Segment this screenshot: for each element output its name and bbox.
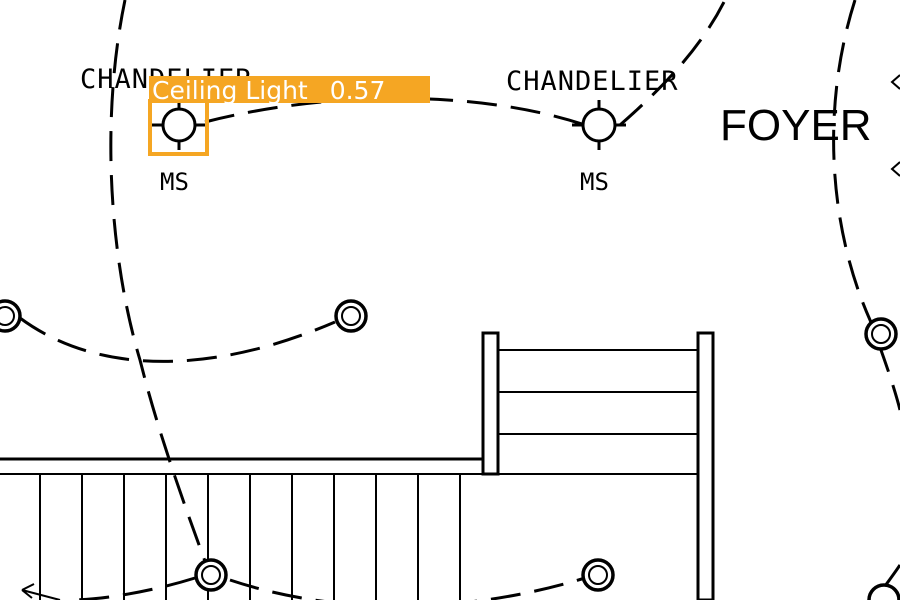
detection-bbox <box>148 99 209 156</box>
detection-label: Ceiling Light 0.57 <box>152 76 385 105</box>
detection-label-bg <box>149 76 430 103</box>
chandelier-right-icon <box>572 100 626 150</box>
recessed-light-icon <box>0 299 22 333</box>
wire-arc-bottom-left <box>69 576 196 600</box>
detection-score: 0.57 <box>330 76 386 105</box>
switch-icon <box>890 161 900 177</box>
wire-arc-right <box>832 0 900 411</box>
switch-icon <box>890 74 900 90</box>
recessed-light-icon <box>334 299 368 333</box>
wire-arc-bottom <box>229 576 586 600</box>
wire-arc-top-right <box>619 0 727 127</box>
ms-label-right: MS <box>580 168 609 196</box>
recessed-light-icon <box>194 558 228 592</box>
room-label: FOYER <box>720 101 872 150</box>
recessed-light-icon <box>867 583 900 600</box>
stair-post-right <box>696 331 715 600</box>
detection-box[interactable]: Ceiling Light 0.57 <box>148 76 430 156</box>
wire-arc-left-big <box>109 0 212 576</box>
arrow-icon <box>21 583 61 600</box>
chandelier-label-right: CHANDELIER <box>506 66 679 97</box>
stair-layer <box>0 331 715 600</box>
fixtures-layer <box>0 74 900 600</box>
ms-label-left: MS <box>160 168 189 196</box>
stair-post-left <box>481 331 500 476</box>
recessed-light-icon <box>864 317 898 351</box>
chandelier-left-icon <box>152 100 206 150</box>
wire-arc-mid <box>19 316 336 363</box>
recessed-light-icon <box>581 558 615 592</box>
detection-class: Ceiling Light <box>152 76 308 105</box>
